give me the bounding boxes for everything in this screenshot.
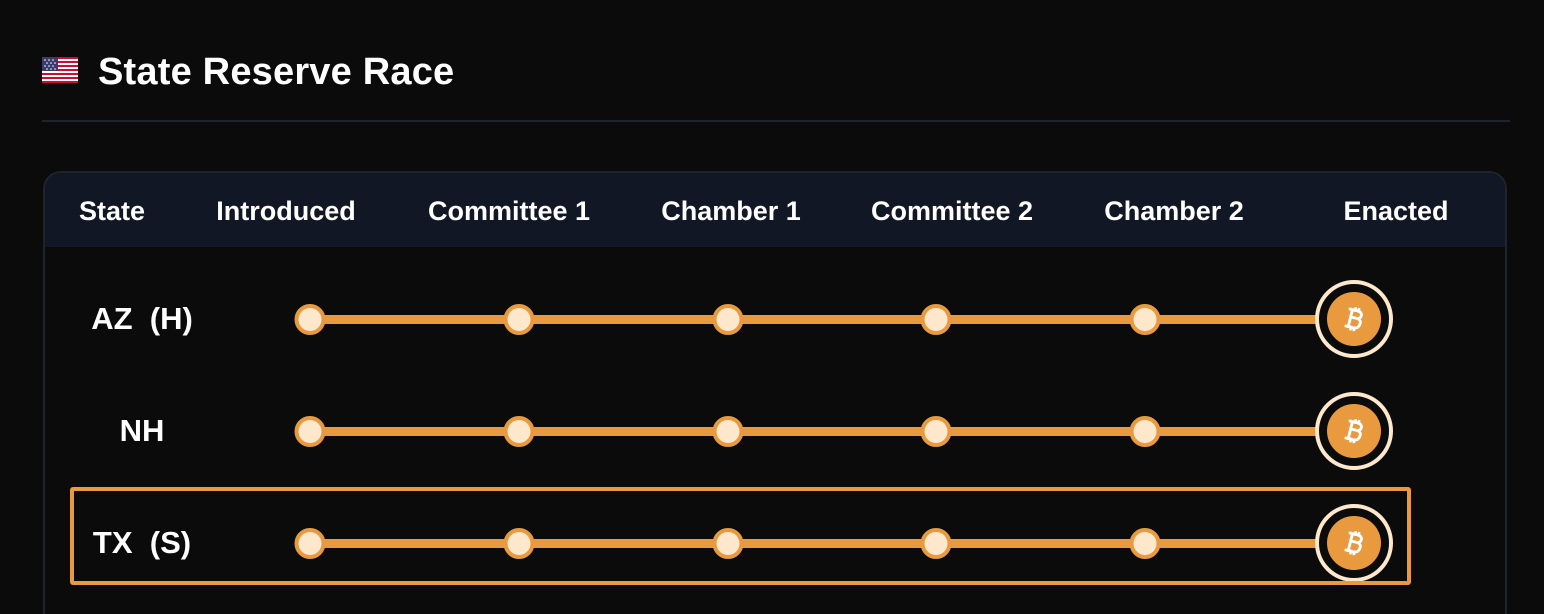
column-header-chamber-1: Chamber 1 — [661, 196, 801, 226]
stage-node-committee-2 — [920, 416, 952, 447]
stage-node-introduced — [294, 528, 326, 559]
column-header-introduced: Introduced — [216, 196, 356, 226]
state-race-table: State Introduced Committee 1 Chamber 1 C… — [43, 171, 1507, 614]
stage-node-chamber-1 — [712, 528, 744, 559]
stage-node-committee-1 — [503, 416, 535, 447]
column-header-chamber-2: Chamber 2 — [1104, 196, 1244, 226]
stage-node-chamber-2 — [1129, 304, 1161, 335]
stage-node-chamber-2 — [1129, 416, 1161, 447]
bitcoin-icon — [1327, 292, 1381, 346]
bitcoin-icon — [1327, 516, 1381, 570]
state-label: AZ (H) — [91, 301, 193, 336]
state-label: TX (S) — [92, 525, 192, 560]
stage-node-chamber-2 — [1129, 528, 1161, 559]
progress-track — [309, 315, 1355, 324]
stage-node-enacted — [1315, 504, 1393, 582]
table-header-row: State Introduced Committee 1 Chamber 1 C… — [45, 173, 1505, 247]
column-header-enacted: Enacted — [1343, 196, 1449, 226]
table-row[interactable]: AZ (H) — [45, 274, 1505, 364]
column-header-committee-1: Committee 1 — [427, 196, 591, 226]
stage-node-introduced — [294, 416, 326, 447]
page-title: State Reserve Race — [98, 50, 455, 93]
column-header-committee-2: Committee 2 — [870, 196, 1034, 226]
table-row[interactable]: TX (S) — [45, 498, 1505, 588]
stage-node-committee-1 — [503, 304, 535, 335]
stage-node-committee-1 — [503, 528, 535, 559]
stage-node-chamber-1 — [712, 416, 744, 447]
page-header: State Reserve Race — [42, 46, 454, 98]
us-flag-icon — [42, 57, 78, 83]
table-row[interactable]: NH — [45, 386, 1505, 476]
bitcoin-icon — [1327, 404, 1381, 458]
column-header-state: State — [78, 196, 146, 226]
stage-node-enacted — [1315, 280, 1393, 358]
stage-node-enacted — [1315, 392, 1393, 470]
stage-node-committee-2 — [920, 304, 952, 335]
stage-node-committee-2 — [920, 528, 952, 559]
stage-node-chamber-1 — [712, 304, 744, 335]
stage-node-introduced — [294, 304, 326, 335]
state-label: NH — [119, 413, 165, 448]
progress-track — [309, 539, 1355, 548]
header-divider — [42, 120, 1510, 122]
progress-track — [309, 427, 1355, 436]
